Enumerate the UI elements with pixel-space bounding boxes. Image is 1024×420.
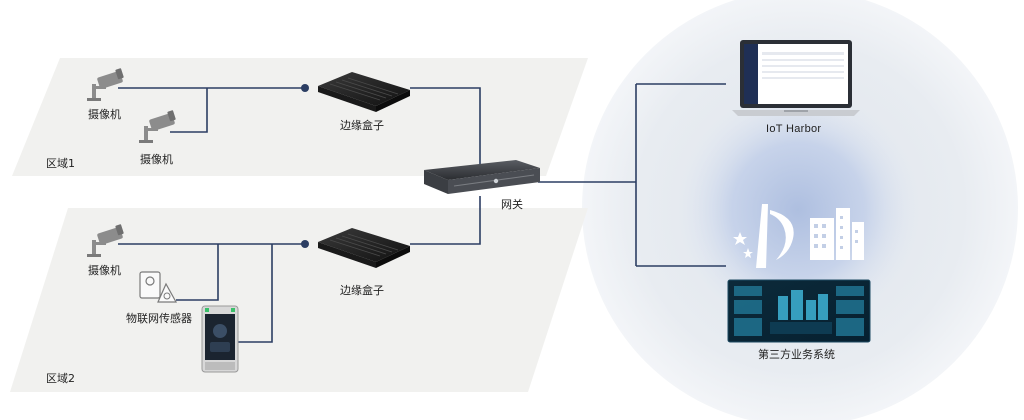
zone-2-area xyxy=(10,208,588,392)
platform-glow-inner xyxy=(676,83,920,327)
face-terminal-icon xyxy=(201,305,239,373)
junction-dot-2 xyxy=(301,240,309,248)
zone-1-label: 区域1 xyxy=(46,157,75,170)
link-edge-box-1-gateway xyxy=(410,87,481,168)
edge-box-icon xyxy=(318,72,410,112)
link-iot-sensor xyxy=(176,244,219,301)
smart-city-icon xyxy=(733,204,864,268)
gateway-label: 网关 xyxy=(501,197,523,211)
edge-box-icon xyxy=(318,228,410,268)
link-face-terminal xyxy=(238,244,273,343)
dashboard-screen-icon xyxy=(727,279,871,343)
laptop-icon xyxy=(732,40,860,116)
third-party-label: 第三方业务系统 xyxy=(758,347,835,361)
camera-b-label: 摄像机 xyxy=(140,152,173,166)
edge-box-2-label: 边缘盒子 xyxy=(340,283,384,297)
link-camera-b xyxy=(170,88,208,133)
edge-box-1-label: 边缘盒子 xyxy=(340,118,384,132)
link-edge-box-2-gateway xyxy=(410,196,481,245)
zone-2-label: 区域2 xyxy=(46,372,75,385)
camera-c-label: 摄像机 xyxy=(88,263,121,277)
camera-icon xyxy=(87,68,124,101)
camera-icon xyxy=(87,224,124,257)
junction-dot-1 xyxy=(301,84,309,92)
iot-harbor-label: IoT Harbor xyxy=(766,123,821,135)
iot-sensor-label: 物联网传感器 xyxy=(126,311,192,325)
camera-icon xyxy=(139,110,176,143)
connection-lines xyxy=(118,83,726,343)
camera-a-label: 摄像机 xyxy=(88,107,121,121)
iot-sensor-icon xyxy=(139,271,178,303)
gateway-icon xyxy=(424,160,540,194)
